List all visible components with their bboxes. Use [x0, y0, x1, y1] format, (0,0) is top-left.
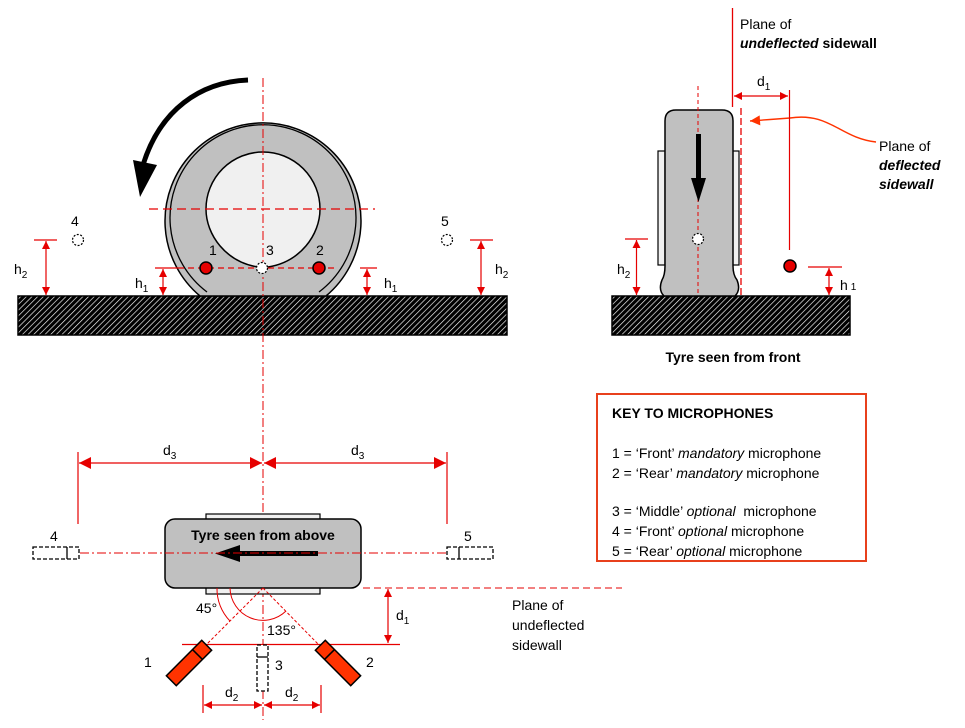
- key-title: KEY TO MICROPHONES: [612, 405, 774, 421]
- microphone-3-top: [256, 644, 269, 692]
- deflected-plane-label: Plane of: [879, 138, 930, 154]
- microphone-1-top: [165, 639, 213, 687]
- d2-left-label: d2: [225, 684, 239, 704]
- mic-label-3: 3: [266, 242, 274, 258]
- h1-left-label: h1: [135, 275, 149, 295]
- undeflected-plane-label-2: undeflected sidewall: [740, 35, 877, 51]
- microphone-4: [71, 233, 85, 247]
- key-item-4: 4 = ‘Front’ optional microphone: [612, 523, 805, 539]
- mic-label-1-top: 1: [144, 654, 152, 670]
- h2-front-label: h2: [617, 261, 631, 281]
- d1-top-label: d1: [396, 607, 410, 627]
- mic-label-5-top: 5: [464, 528, 472, 544]
- microphone-key: KEY TO MICROPHONES 1 = ‘Front’ mandatory…: [596, 393, 867, 562]
- angle-135-arc: [229, 587, 287, 621]
- microphone-2: [312, 261, 326, 275]
- mic-label-4-top: 4: [50, 528, 58, 544]
- mic-label-2-top: 2: [366, 654, 374, 670]
- microphone-5-top: [446, 546, 494, 560]
- plane-undeflected-top-label-2: undeflected: [512, 617, 584, 633]
- h2-right-label: h2: [495, 261, 509, 281]
- angle-45-label: 45°: [196, 600, 217, 616]
- rim-strip-left: [657, 150, 666, 266]
- deflected-plane-label-2: deflected: [879, 157, 941, 173]
- deflected-plane-pointer: [749, 115, 877, 143]
- mic-label-4: 4: [71, 213, 79, 229]
- key-item-2: 2 = ‘Rear’ mandatory microphone: [612, 465, 820, 481]
- plane-undeflected-top-label-3: sidewall: [512, 637, 562, 653]
- left-arrow-icon: [215, 545, 318, 562]
- down-arrow-icon: [691, 134, 706, 202]
- microphone-5: [440, 233, 454, 247]
- ground-front: [611, 295, 851, 336]
- mic-label-2: 2: [316, 242, 324, 258]
- microphone-1: [199, 261, 213, 275]
- microphone-2-top: [314, 639, 362, 687]
- mic-label-5: 5: [441, 213, 449, 229]
- plane-undeflected-top-label-1: Plane of: [512, 597, 563, 613]
- counter-clockwise-arrow-icon: [133, 77, 249, 197]
- mic-label-1: 1: [209, 242, 217, 258]
- front-view: Plane of undeflected sidewall Plane of d…: [611, 8, 941, 365]
- microphone-4-top: [32, 546, 80, 560]
- d2-right-label: d2: [285, 684, 299, 704]
- key-item-1: 1 = ‘Front’ mandatory microphone: [612, 445, 822, 461]
- mic-label-3-top: 3: [275, 657, 283, 673]
- angle-135-label: 135°: [267, 622, 296, 638]
- top-view-caption: Tyre seen from above: [191, 527, 335, 543]
- d1-front-label: d1: [757, 73, 771, 93]
- microphone-3-front: [691, 232, 705, 246]
- deflected-plane-label-3: sidewall: [879, 176, 935, 192]
- side-view: 1 2 3 4 5 h2 h1 h1 h2: [14, 77, 509, 720]
- angle-45-arc: [216, 587, 231, 622]
- key-item-3: 3 = ‘Middle’ optional microphone: [612, 503, 817, 519]
- h1-right-label: h1: [384, 275, 398, 295]
- front-view-caption: Tyre seen from front: [665, 349, 800, 365]
- microphone-front: [783, 259, 797, 273]
- d3-left-label: d3: [163, 442, 177, 462]
- undeflected-plane-label: Plane of: [740, 16, 791, 32]
- key-item-5: 5 = ‘Rear’ optional microphone: [612, 543, 803, 559]
- tyre-front: [659, 109, 740, 297]
- d3-right-label: d3: [351, 442, 365, 462]
- microphone-3: [255, 261, 269, 275]
- top-view: d3 d3 Tyre seen from above 4 5 45° 1 3: [32, 442, 622, 713]
- h2-left-label: h2: [14, 261, 28, 281]
